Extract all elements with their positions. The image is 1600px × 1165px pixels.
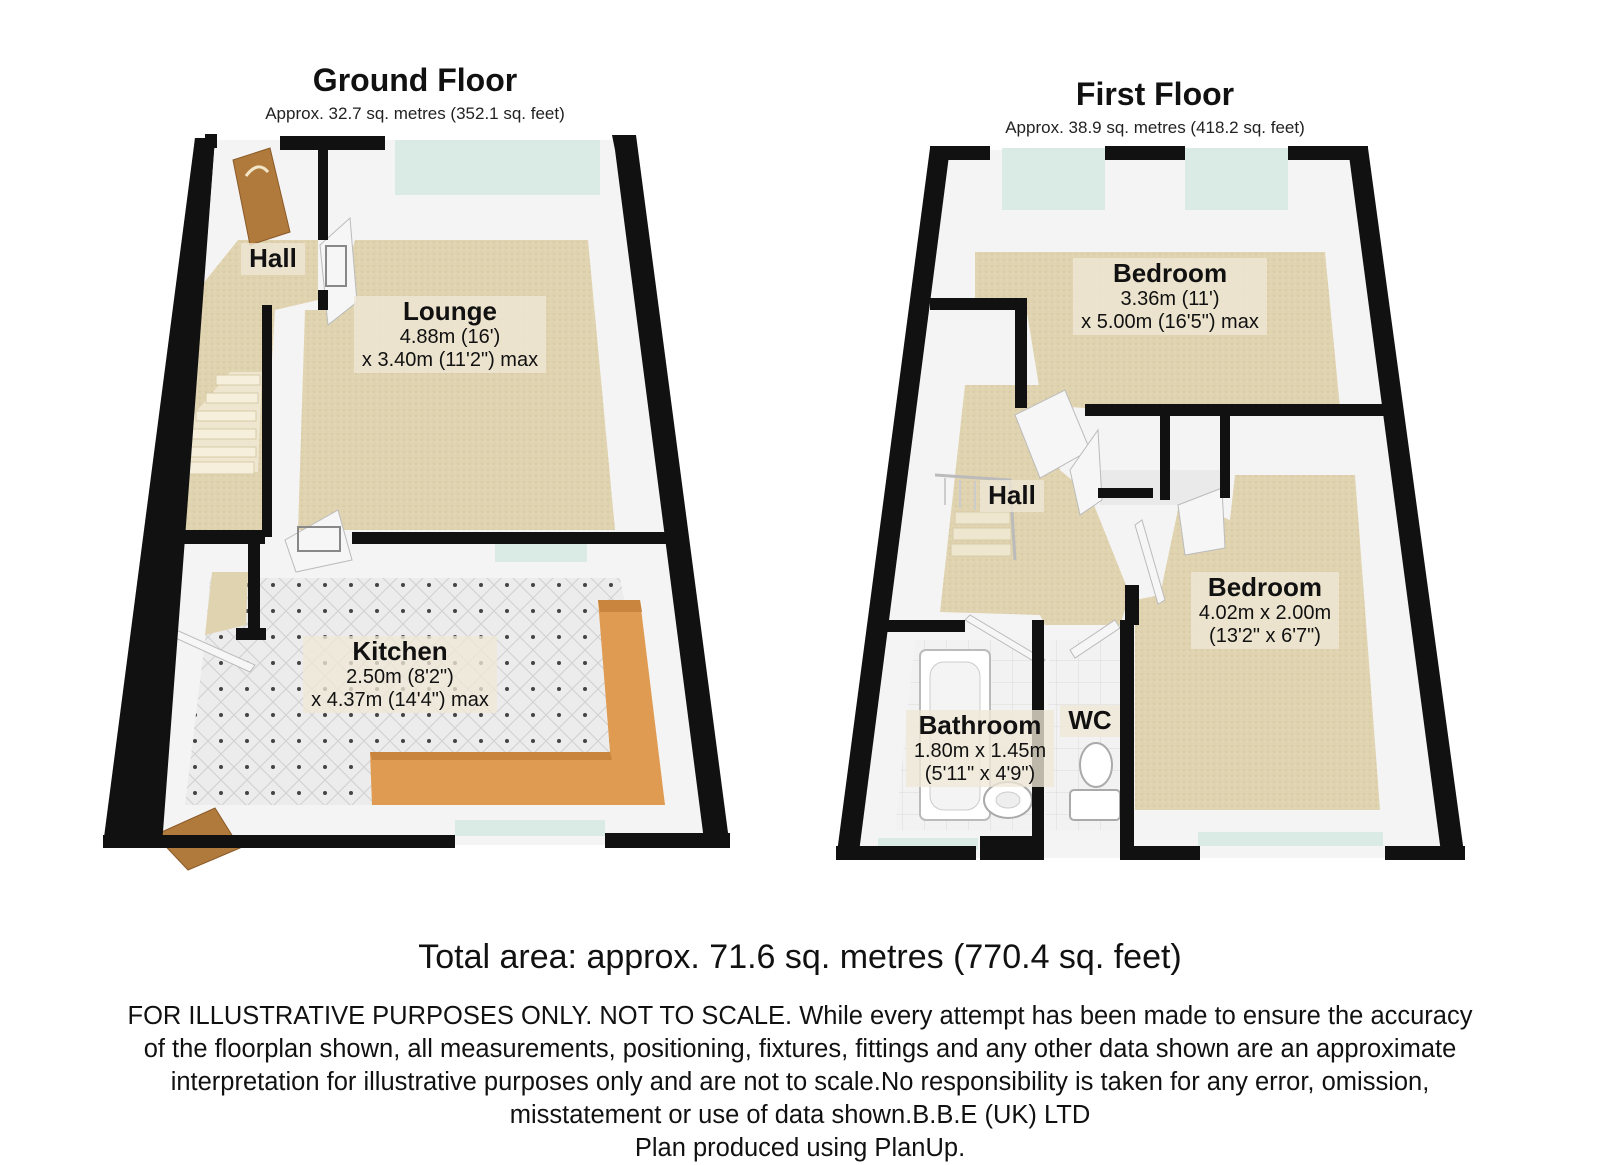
- room-name: Bedroom: [1112, 258, 1228, 288]
- disclaimer: FOR ILLUSTRATIVE PURPOSES ONLY. NOT TO S…: [20, 1000, 1580, 1165]
- cupboard-door-1-icon: [1069, 428, 1103, 516]
- bedroom-1-window-right: [1185, 148, 1288, 210]
- ground-hall-label: Hall: [238, 243, 308, 276]
- kitchen-label: Kitchen 2.50m (8'2") x 4.37m (14'4") max: [285, 636, 515, 713]
- room-dimension: (5'11" x 4'9"): [924, 762, 1036, 785]
- ground-floor-walls: [103, 134, 730, 848]
- room-name: Hall: [249, 243, 297, 273]
- cupboard-door-2-icon: [1177, 487, 1226, 556]
- wc-label: WC: [1055, 705, 1125, 738]
- first-floor-plan: [836, 146, 1465, 860]
- room-dimension: x 5.00m (16'5") max: [1081, 310, 1259, 333]
- room-dimension: x 3.40m (11'2") max: [361, 348, 539, 371]
- bedroom-1-label: Bedroom 3.36m (11') x 5.00m (16'5") max: [1050, 258, 1290, 335]
- kitchen-worktop: [370, 600, 665, 805]
- lounge-label: Lounge 4.88m (16') x 3.40m (11'2") max: [335, 296, 565, 373]
- first-floor-title: First Floor: [1075, 76, 1235, 112]
- first-floor-area: Approx. 38.9 sq. metres (418.2 sq. feet): [1005, 118, 1305, 137]
- disclaimer-line: interpretation for illustrative purposes…: [170, 1068, 1430, 1096]
- room-name: Kitchen: [352, 636, 448, 666]
- total-area: Total area: approx. 71.6 sq. metres (770…: [418, 938, 1182, 976]
- room-name: WC: [1068, 705, 1112, 735]
- room-name: Hall: [988, 480, 1036, 510]
- bedroom-2-door-icon: [1134, 519, 1166, 605]
- bedroom-1-window-left: [1002, 148, 1105, 210]
- disclaimer-line: of the floorplan shown, all measurements…: [143, 1035, 1457, 1063]
- lounge-window: [395, 140, 600, 195]
- bedroom-2-label: Bedroom 4.02m x 2.00m (13'2" x 6'7"): [1175, 572, 1355, 649]
- room-dimension: 4.02m x 2.00m: [1198, 602, 1332, 625]
- room-dimension: 3.36m (11'): [1120, 288, 1220, 311]
- bathroom-door-icon: [964, 614, 1046, 666]
- kitchen-lounge-door-icon: [284, 509, 353, 573]
- room-dimension: x 4.37m (14'4") max: [311, 688, 489, 711]
- room-name: Lounge: [403, 296, 497, 326]
- front-door-icon: [232, 147, 291, 246]
- ground-floor-title: Ground Floor: [312, 62, 518, 98]
- disclaimer-line: Plan produced using PlanUp.: [634, 1134, 966, 1162]
- disclaimer-line: FOR ILLUSTRATIVE PURPOSES ONLY. NOT TO S…: [127, 1002, 1473, 1030]
- bathroom-label: Bathroom 1.80m x 1.45m (5'11" x 4'9"): [895, 710, 1065, 787]
- room-name: Bedroom: [1207, 572, 1323, 602]
- room-dimension: 4.88m (16'): [399, 326, 501, 349]
- disclaimer-line: misstatement or use of data shown.B.B.E …: [509, 1101, 1091, 1129]
- basin-icon: [983, 781, 1033, 819]
- ground-store-floor: [205, 572, 248, 635]
- kitchen-window-front: [455, 820, 605, 836]
- room-dimension: 2.50m (8'2"): [346, 666, 454, 689]
- room-dimension: 1.80m x 1.45m: [913, 740, 1047, 763]
- toilet-icon: [1069, 742, 1121, 821]
- first-hall-label: Hall: [972, 480, 1052, 513]
- bedroom-2-window: [1198, 832, 1383, 846]
- room-name: Bathroom: [918, 710, 1042, 740]
- ground-floor-area: Approx. 32.7 sq. metres (352.1 sq. feet): [265, 104, 565, 123]
- room-dimension: (13'2" x 6'7"): [1209, 624, 1321, 647]
- ground-floor-plan: [103, 134, 730, 871]
- kitchen-window-back: [495, 540, 587, 562]
